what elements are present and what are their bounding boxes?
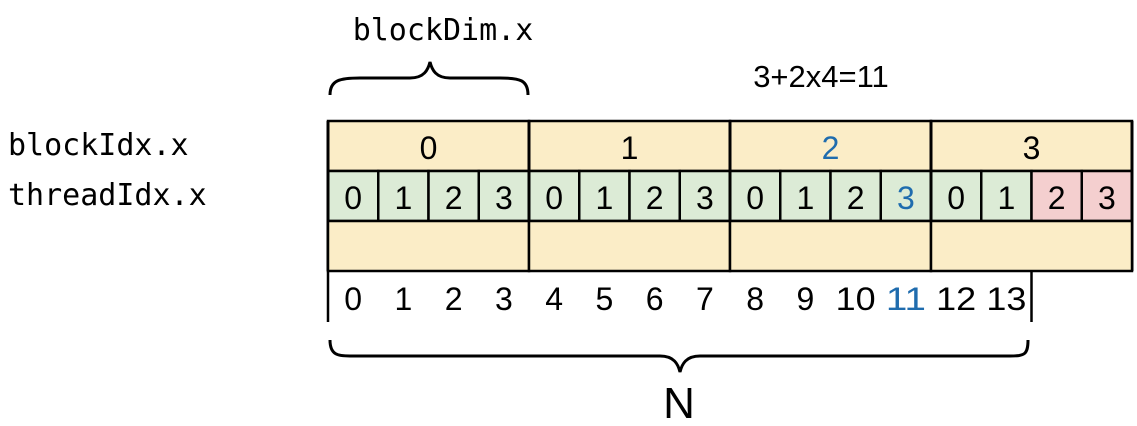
block-idx-label: blockIdx.x [8, 128, 189, 163]
thread-label-11: 3 [897, 180, 915, 216]
block-label-3: 3 [1023, 130, 1041, 166]
thread-label-3: 3 [495, 180, 513, 216]
index-label-13: 13 [986, 281, 1026, 317]
block-dim-label: blockDim.x [353, 13, 534, 48]
index-label-8: 8 [746, 281, 764, 317]
thread-label-2: 2 [445, 180, 463, 216]
block-cell-2 [728, 119, 933, 173]
index-label-9: 9 [796, 281, 814, 317]
thread-label-6: 2 [646, 180, 664, 216]
thread-idx-label: threadIdx.x [8, 178, 207, 213]
index-label-6: 6 [646, 281, 664, 317]
data-cell-3 [929, 219, 1134, 273]
index-label-5: 5 [595, 281, 613, 317]
thread-label-13: 1 [997, 180, 1015, 216]
data-cell-0 [326, 219, 531, 273]
thread-cell-0 [326, 169, 380, 223]
index-label-2: 2 [445, 281, 463, 317]
thread-cell-9 [779, 169, 832, 223]
index-label-3: 3 [495, 281, 513, 317]
data-cell-1 [527, 219, 732, 273]
block-label-0: 0 [420, 130, 438, 166]
thread-label-7: 3 [696, 180, 714, 216]
thread-label-14: 2 [1048, 180, 1066, 216]
data-cell-2 [728, 219, 933, 273]
thread-label-15: 3 [1098, 180, 1116, 216]
thread-cell-2 [427, 169, 480, 223]
n-label: N [663, 379, 695, 426]
data-row [326, 219, 1134, 273]
index-label-7: 7 [696, 281, 714, 317]
thread-label-1: 1 [394, 180, 412, 216]
thread-cell-15 [1080, 169, 1134, 223]
thread-label-12: 0 [947, 180, 965, 216]
thread-cell-8 [728, 169, 782, 223]
index-label-12: 12 [936, 281, 976, 317]
index-label-0: 0 [344, 281, 362, 317]
index-label-1: 1 [394, 281, 412, 317]
block-label-2: 2 [822, 130, 840, 166]
n-brace [328, 339, 1030, 373]
thread-label-9: 1 [796, 180, 814, 216]
thread-cell-3 [477, 169, 531, 223]
thread-label-5: 1 [595, 180, 613, 216]
block-row: 0 1 2 3 [326, 119, 1134, 173]
index-label-10: 10 [836, 281, 876, 317]
thread-label-0: 0 [344, 180, 362, 216]
index-label-4: 4 [545, 281, 563, 317]
index-label-11: 11 [886, 281, 926, 317]
thread-label-4: 0 [545, 180, 563, 216]
thread-label-10: 2 [847, 180, 865, 216]
formula-label: 3+2x4=11 [753, 59, 889, 94]
block-label-1: 1 [621, 130, 639, 166]
thread-label-8: 0 [746, 180, 764, 216]
block-dim-brace [328, 61, 530, 96]
thread-cell-13 [980, 169, 1033, 223]
